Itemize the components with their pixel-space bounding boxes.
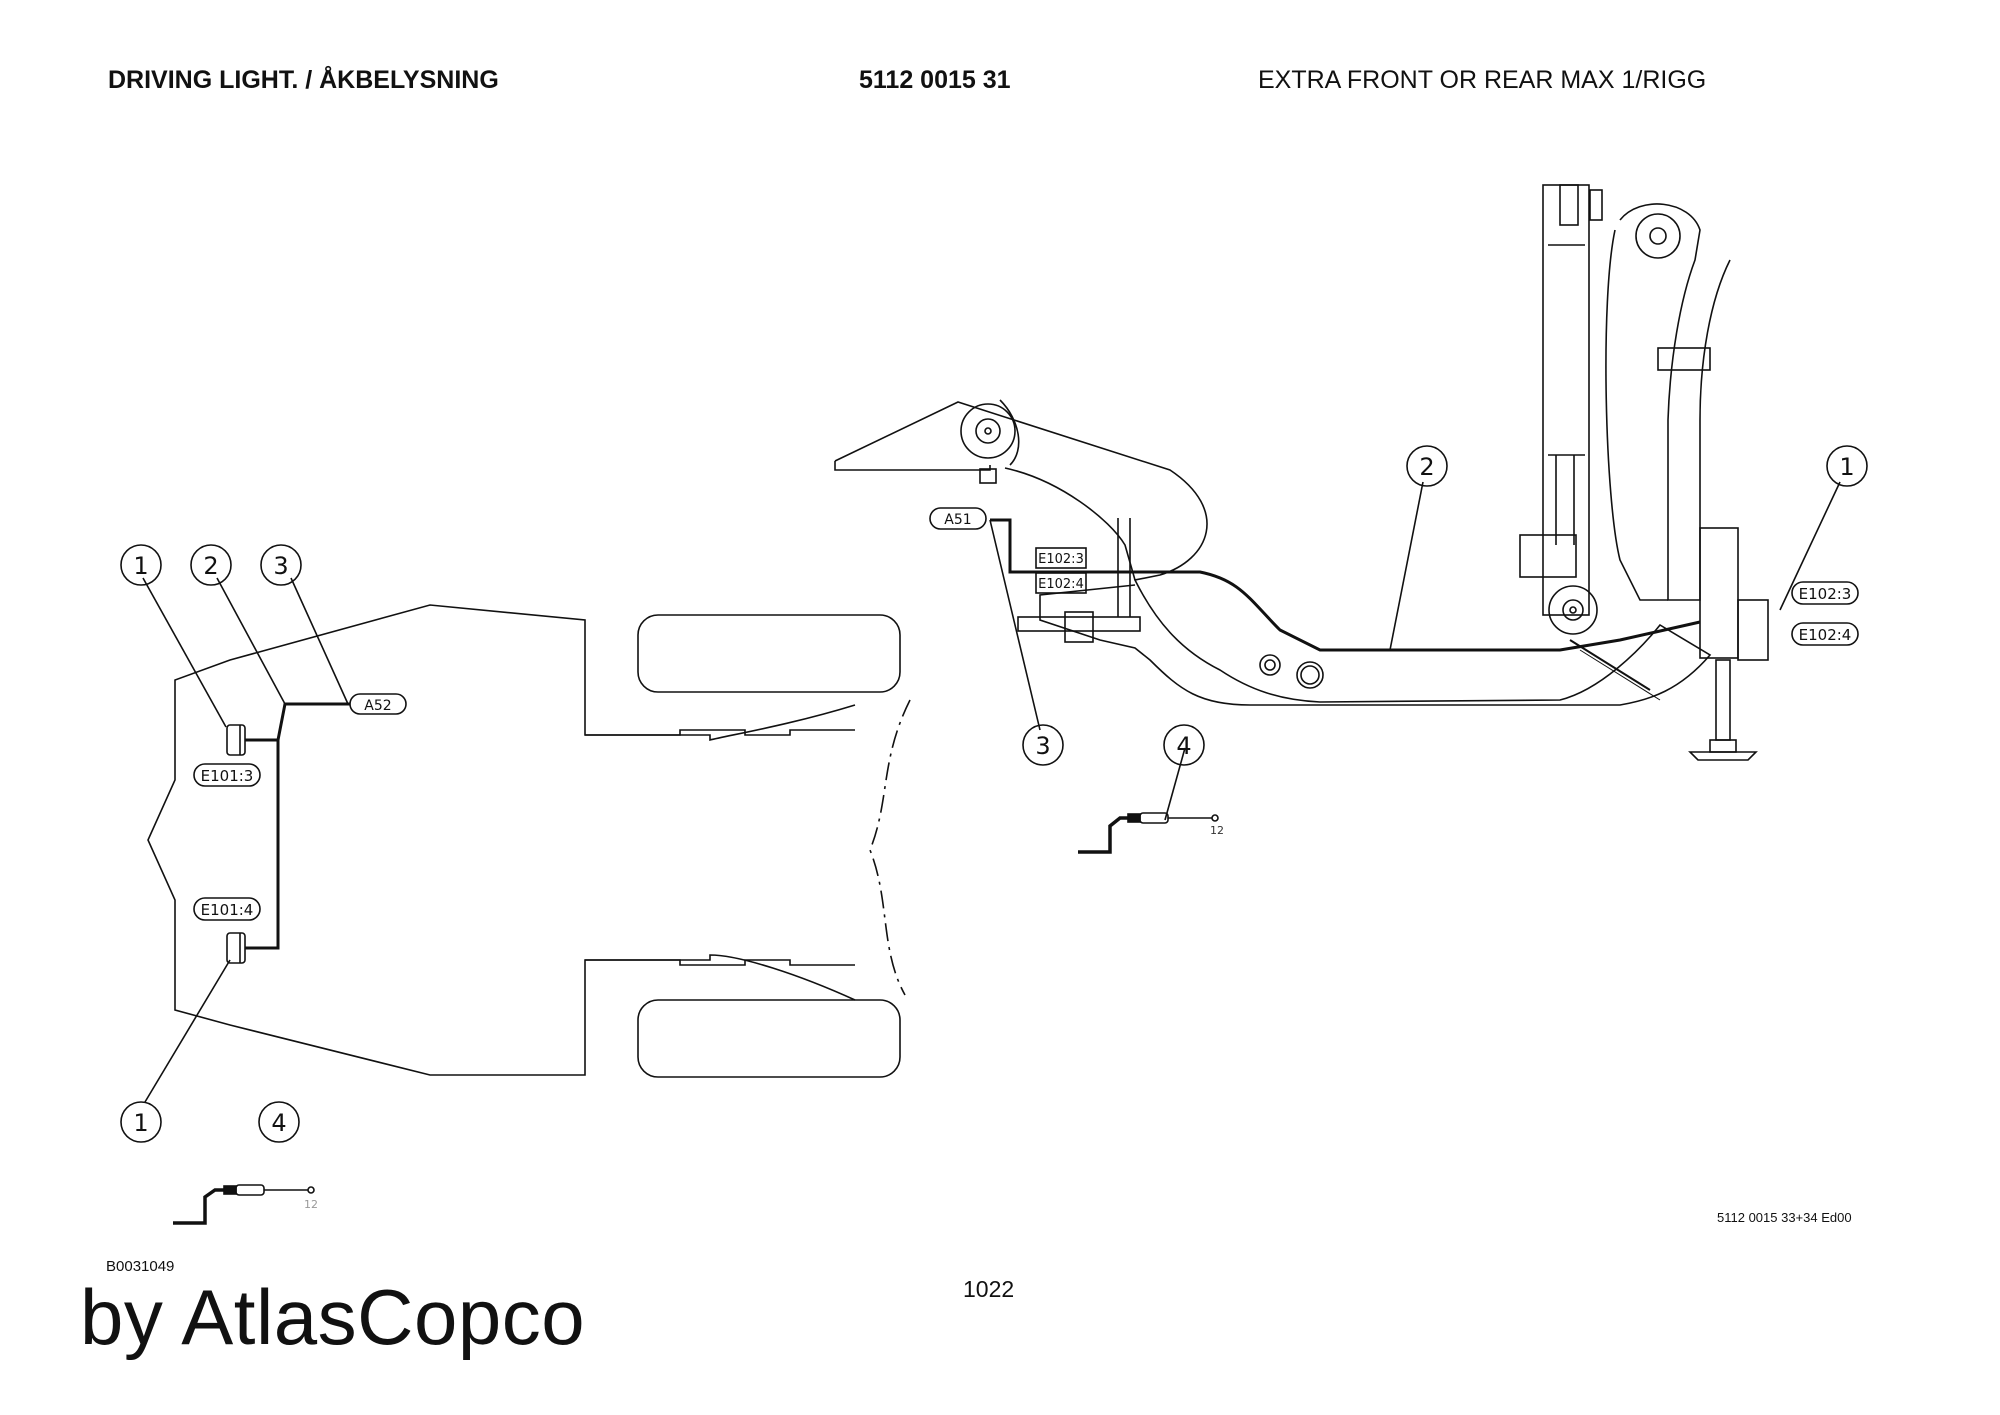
mast bbox=[1542, 184, 1590, 616]
cable-detail-right: 12 bbox=[1078, 812, 1224, 854]
svg-text:3: 3 bbox=[1035, 732, 1050, 760]
balloon-item-4-left: 4 bbox=[258, 1101, 300, 1143]
svg-text:1: 1 bbox=[133, 1109, 148, 1137]
hole-2 bbox=[1296, 661, 1324, 689]
svg-text:A51: A51 bbox=[944, 512, 971, 528]
svg-text:E102:4: E102:4 bbox=[1038, 577, 1084, 592]
part-number: 5112 0015 31 bbox=[859, 66, 1011, 94]
svg-text:1: 1 bbox=[1839, 453, 1854, 481]
balloon-item-1-left-bottom: 1 bbox=[120, 1101, 162, 1143]
balloon-item-4-right: 4 bbox=[1163, 724, 1205, 766]
drawing-reference: B0031049 bbox=[106, 1258, 175, 1275]
pivot-front bbox=[960, 403, 1016, 459]
svg-text:E101:3: E101:3 bbox=[201, 767, 254, 785]
balloon-item-2-right: 2 bbox=[1406, 445, 1448, 487]
balloon-item-3-right: 3 bbox=[1022, 724, 1064, 766]
balloon-item-1-right: 1 bbox=[1826, 445, 1868, 487]
brand-footer: by AtlasCopco bbox=[80, 1273, 586, 1361]
chassis-top-view bbox=[142, 577, 911, 1103]
hole-1 bbox=[1259, 654, 1281, 676]
part-description: EXTRA FRONT OR REAR MAX 1/RIGG bbox=[1258, 66, 1707, 94]
svg-text:4: 4 bbox=[271, 1109, 286, 1137]
svg-text:4: 4 bbox=[1176, 732, 1191, 760]
connector-label-e102-4-rear: E102:4 bbox=[1791, 622, 1859, 646]
document-title: DRIVING LIGHT. / ÅKBELYSNING bbox=[108, 66, 499, 94]
svg-text:2: 2 bbox=[203, 552, 218, 580]
machine-side-view bbox=[834, 184, 1841, 821]
lamp-e102 bbox=[1699, 527, 1739, 659]
edition-reference: 5112 0015 33+34 Ed00 bbox=[1717, 1210, 1852, 1225]
balloon-item-2-left: 2 bbox=[190, 544, 232, 586]
svg-text:12: 12 bbox=[304, 1198, 318, 1211]
svg-text:E102:3: E102:3 bbox=[1799, 585, 1852, 603]
pivot-rear bbox=[1635, 213, 1681, 259]
page-number: 1022 bbox=[963, 1276, 1015, 1302]
svg-text:3: 3 bbox=[273, 552, 288, 580]
svg-text:2: 2 bbox=[1419, 453, 1434, 481]
connector-label-e102-4-front: E102:4 bbox=[1035, 572, 1087, 594]
svg-text:A52: A52 bbox=[364, 698, 391, 714]
wheel-rear-left bbox=[637, 999, 901, 1078]
cable-detail-left: 12 bbox=[173, 1184, 318, 1225]
connector-label-e101-4: E101:4 bbox=[193, 897, 261, 921]
connector-label-a52: A52 bbox=[349, 693, 407, 715]
lamp-e101-4 bbox=[226, 932, 246, 964]
svg-text:12: 12 bbox=[1210, 824, 1224, 837]
svg-text:E101:4: E101:4 bbox=[201, 901, 254, 919]
svg-text:E102:3: E102:3 bbox=[1038, 552, 1084, 567]
connector-label-e102-3-front: E102:3 bbox=[1035, 547, 1087, 569]
connector-label-a51: A51 bbox=[929, 507, 987, 530]
svg-text:E102:4: E102:4 bbox=[1799, 626, 1852, 644]
connector-label-e101-3: E101:3 bbox=[193, 763, 261, 787]
connector-label-e102-3-rear: E102:3 bbox=[1791, 581, 1859, 605]
pivot-bottom bbox=[1548, 585, 1598, 635]
svg-text:1: 1 bbox=[133, 552, 148, 580]
balloon-item-3-left: 3 bbox=[260, 544, 302, 586]
wheel-front-left bbox=[637, 614, 901, 693]
balloon-item-1-left-top: 1 bbox=[120, 544, 162, 586]
lamp-e101-3 bbox=[226, 724, 246, 756]
